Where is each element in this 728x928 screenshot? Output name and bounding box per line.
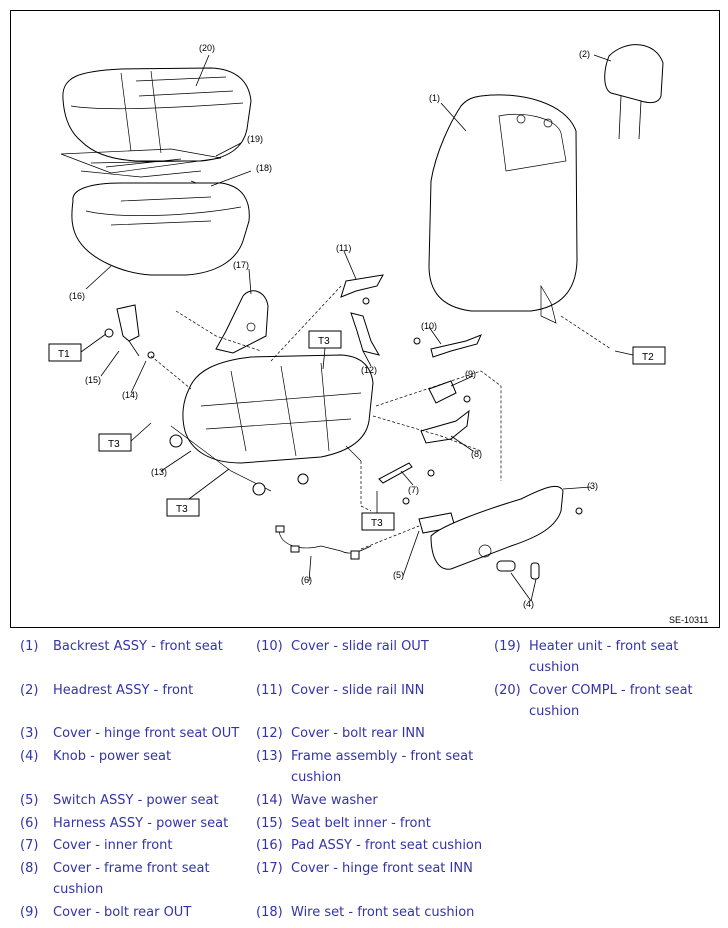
- assembly-lines: [150, 285, 612, 550]
- torque-tag-t2: T2: [614, 346, 666, 365]
- callout-9: (9): [465, 369, 476, 379]
- callout-17: (17): [233, 260, 249, 270]
- callout-15: (15): [85, 375, 101, 385]
- callout-3: (3): [587, 481, 598, 491]
- seat-cushion-cover: [62, 67, 252, 162]
- callout-11: (11): [336, 243, 351, 253]
- bolt-cover-inn: [350, 312, 381, 356]
- hinge-cover-inn: [215, 290, 269, 354]
- callout-4: (4): [523, 599, 534, 609]
- callout-20: (20): [199, 43, 215, 53]
- callout-2: (2): [579, 49, 590, 59]
- seat-frame: [169, 354, 374, 496]
- harness-assy: [275, 525, 372, 560]
- svg-text:T2: T2: [642, 352, 654, 363]
- callout-8: (8): [471, 449, 482, 459]
- slide-rail-cover-out: [413, 334, 482, 358]
- svg-text:T3: T3: [318, 336, 330, 347]
- frame-cover: [420, 409, 470, 444]
- torque-tag-t1: T1: [48, 333, 107, 362]
- callout-18: (18): [256, 163, 272, 173]
- callout-1: (1): [429, 93, 440, 103]
- headrest: [604, 44, 664, 140]
- slide-rail-cover-inn: [340, 274, 384, 305]
- illustration-code: SE-10311: [669, 615, 708, 625]
- svg-text:T3: T3: [108, 439, 120, 450]
- callout-10: (10): [421, 321, 437, 331]
- svg-text:T3: T3: [371, 518, 383, 529]
- callout-6: (6): [301, 575, 312, 585]
- callout-19: (19): [247, 134, 263, 144]
- callout-5: (5): [393, 570, 404, 580]
- svg-text:T1: T1: [58, 349, 70, 360]
- seat-belt-inner: [104, 304, 155, 359]
- torque-tag-t3-rail-front: T3: [361, 491, 395, 531]
- callout-12: (12): [361, 365, 377, 375]
- leader-lines: [85, 54, 612, 602]
- inner-front-cover: [378, 462, 435, 484]
- diagram-svg: (20) (19) (18) (16) (1) (2) (17) (11) (1…: [48, 43, 708, 625]
- seat-cushion-pad: [71, 182, 250, 276]
- torque-tag-t3-frame-side: T3: [98, 422, 152, 452]
- torque-tag-t3-frame-front: T3: [166, 468, 230, 517]
- callout-14: (14): [122, 390, 138, 400]
- callout-16: (16): [69, 291, 85, 301]
- backrest: [428, 94, 578, 324]
- callout-13: (13): [151, 467, 167, 477]
- torque-tag-t3-frame-rear: T3: [308, 330, 342, 370]
- callout-7: (7): [408, 485, 419, 495]
- power-seat-knobs: [496, 560, 540, 580]
- svg-text:T3: T3: [176, 504, 188, 515]
- exploded-diagram: (20) (19) (18) (16) (1) (2) (17) (11) (1…: [10, 10, 720, 628]
- hinge-cover-out: [430, 486, 583, 570]
- heater-unit: [60, 148, 222, 178]
- bolt-cover-out: [428, 380, 471, 404]
